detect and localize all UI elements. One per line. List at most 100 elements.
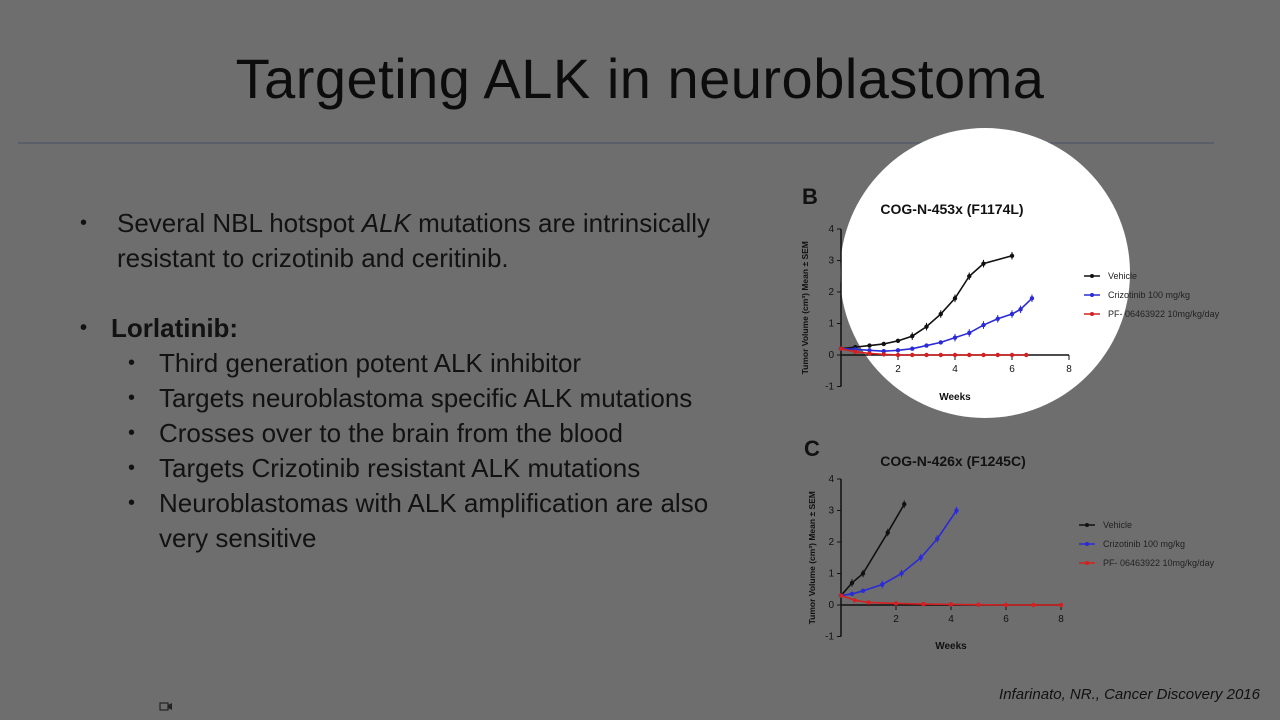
data-point bbox=[895, 348, 901, 353]
data-point bbox=[948, 602, 954, 607]
legend-label: Vehicle bbox=[1103, 520, 1132, 530]
y-tick-label: 3 bbox=[828, 256, 834, 267]
data-point bbox=[1009, 352, 1015, 358]
x-tick-label: 4 bbox=[948, 614, 954, 625]
y-tick-label: -1 bbox=[825, 632, 834, 643]
slide-title: Targeting ALK in neuroblastoma bbox=[235, 47, 1045, 110]
data-point bbox=[867, 348, 872, 353]
sub-bullet-item: • Targets Crizotinib resistant ALK mutati… bbox=[128, 451, 760, 486]
x-axis-label: Weeks bbox=[935, 641, 967, 652]
data-point bbox=[838, 346, 844, 351]
data-point bbox=[849, 591, 855, 597]
bullet-marker: • bbox=[128, 422, 136, 444]
sub-bullet-text: Targets Crizotinib resistant ALK mutatio… bbox=[159, 453, 641, 483]
y-tick-label: 2 bbox=[828, 287, 834, 298]
y-tick-label: -1 bbox=[825, 382, 834, 393]
series-line bbox=[840, 594, 1061, 606]
data-point bbox=[867, 343, 872, 348]
legend-marker bbox=[1085, 523, 1089, 527]
series-line bbox=[840, 510, 958, 597]
x-tick-label: 8 bbox=[1058, 614, 1064, 625]
citation: Infarinato, NR., Cancer Discovery 2016 bbox=[999, 686, 1260, 703]
data-point bbox=[881, 352, 886, 357]
chart-title: COG-N-426x (F1245C) bbox=[880, 453, 1026, 469]
data-point bbox=[967, 352, 972, 358]
bullet-list: • Several NBL hotspot ALK mutations are … bbox=[80, 206, 760, 556]
sub-bullet-text: Targets neuroblastoma specific ALK mutat… bbox=[159, 383, 693, 413]
spotlight-circle bbox=[840, 128, 1130, 418]
panel-letter: C bbox=[804, 436, 820, 461]
sub-bullet-list: • Third generation potent ALK inhibitor •… bbox=[128, 346, 760, 556]
bullet-marker: • bbox=[128, 387, 136, 409]
data-point bbox=[853, 349, 858, 355]
x-tick-label: 2 bbox=[895, 364, 901, 375]
bullet-heading: Lorlatinib: bbox=[111, 313, 239, 343]
title-divider bbox=[18, 142, 1214, 144]
bullet-marker: • bbox=[128, 457, 136, 479]
series-line bbox=[840, 347, 1027, 356]
data-point bbox=[895, 338, 901, 344]
legend-label: Crizotinib 100 mg/kg bbox=[1108, 290, 1190, 300]
legend-marker bbox=[1090, 312, 1094, 316]
y-tick-label: 2 bbox=[828, 537, 834, 548]
sub-bullet-item: • Crosses over to the brain from the bloo… bbox=[128, 416, 760, 451]
legend-marker bbox=[1085, 542, 1089, 546]
y-tick-label: 3 bbox=[828, 506, 834, 517]
bullet-marker: • bbox=[128, 352, 136, 374]
data-point bbox=[881, 349, 886, 354]
panel-letter: B bbox=[802, 184, 818, 209]
legend-marker bbox=[1085, 561, 1089, 565]
bullet-marker: • bbox=[80, 212, 88, 234]
y-tick-label: 4 bbox=[828, 224, 834, 235]
bullet-text-post: mutations are intrinsically resistant to… bbox=[117, 208, 711, 273]
y-tick-label: 1 bbox=[828, 319, 834, 330]
bullet-item-lorlatinib: • Lorlatinib: bbox=[80, 311, 760, 346]
data-point bbox=[924, 343, 929, 348]
y-axis-label: Tumor Volume (cm³) Mean ± SEM bbox=[807, 491, 817, 624]
data-point bbox=[1058, 602, 1064, 608]
data-point bbox=[893, 601, 899, 606]
data-point bbox=[867, 351, 872, 356]
data-point bbox=[866, 600, 871, 605]
data-point bbox=[976, 602, 981, 607]
data-point bbox=[1024, 352, 1029, 358]
sub-bullet-text: Crosses over to the brain from the blood bbox=[159, 418, 623, 448]
bullet-marker: • bbox=[128, 492, 136, 514]
sub-bullet-text: Neuroblastomas with ALK amplification ar… bbox=[159, 488, 709, 553]
bullet-text-italic: ALK bbox=[361, 208, 411, 238]
data-point bbox=[924, 352, 929, 358]
data-point bbox=[938, 340, 943, 345]
x-tick-label: 8 bbox=[1066, 364, 1072, 375]
data-point bbox=[1031, 602, 1036, 608]
sub-bullet-item: • Targets neuroblastoma specific ALK muta… bbox=[128, 381, 760, 416]
y-tick-label: 1 bbox=[828, 569, 834, 580]
bullet-text-pre: Several NBL hotspot bbox=[117, 208, 362, 238]
x-tick-label: 4 bbox=[952, 364, 958, 375]
x-axis-label: Weeks bbox=[939, 392, 971, 403]
legend-label: PF- 06463922 10mg/kg/day bbox=[1103, 558, 1215, 568]
legend-marker bbox=[1090, 293, 1094, 297]
data-point bbox=[910, 352, 915, 358]
x-tick-label: 2 bbox=[893, 614, 899, 625]
data-point bbox=[852, 598, 857, 603]
y-axis-label: Tumor Volume (cm³) Mean ± SEM bbox=[800, 241, 810, 374]
legend-marker bbox=[1090, 274, 1094, 278]
y-tick-label: 0 bbox=[828, 350, 834, 361]
data-point bbox=[921, 601, 926, 607]
data-point bbox=[860, 588, 866, 594]
y-tick-label: 4 bbox=[828, 474, 834, 485]
camera-icon bbox=[159, 702, 172, 711]
sub-bullet-text: Third generation potent ALK inhibitor bbox=[159, 348, 582, 378]
data-point bbox=[952, 352, 958, 358]
legend-label: Vehicle bbox=[1108, 271, 1137, 281]
series-line bbox=[840, 255, 1013, 350]
data-point bbox=[938, 352, 943, 358]
sub-bullet-item: • Third generation potent ALK inhibitor bbox=[128, 346, 760, 381]
data-point bbox=[1003, 602, 1009, 608]
x-tick-label: 6 bbox=[1009, 364, 1015, 375]
legend-label: Crizotinib 100 mg/kg bbox=[1103, 539, 1185, 549]
legend-label: PF- 06463922 10mg/kg/day bbox=[1108, 309, 1220, 319]
chart-title: COG-N-453x (F1174L) bbox=[880, 201, 1023, 217]
x-tick-label: 6 bbox=[1003, 614, 1009, 625]
